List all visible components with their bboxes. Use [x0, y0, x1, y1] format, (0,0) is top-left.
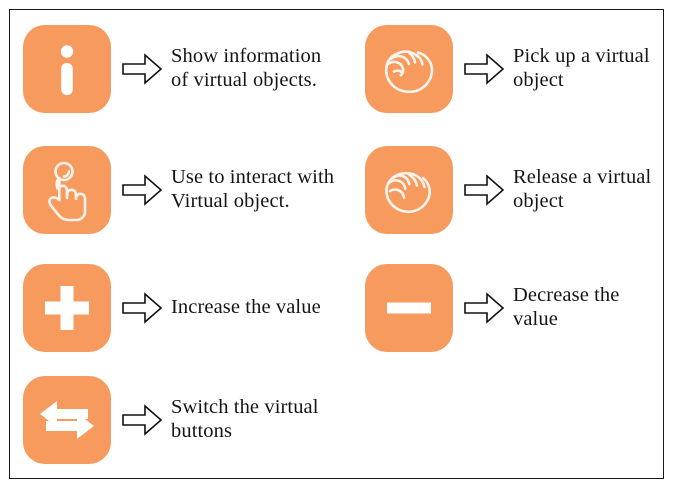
- plus-icon: [23, 264, 111, 352]
- information-icon: [23, 25, 111, 113]
- legend-caption: Increase the value: [171, 296, 321, 319]
- legend-entry-touch: Use to interact with Virtual object.: [23, 146, 341, 234]
- legend-caption: Decrease the value: [513, 284, 620, 330]
- tap-pointing-hand-icon: [23, 146, 111, 234]
- legend-entry-switch: Switch the virtual buttons: [23, 376, 341, 464]
- arrow-right-icon: [121, 403, 163, 437]
- arrow-right-icon: [121, 173, 163, 207]
- legend-caption: Show information of virtual objects.: [171, 45, 322, 91]
- legend-caption: Release a virtual object: [513, 166, 652, 212]
- legend-frame: Show information of virtual objects.: [9, 9, 664, 479]
- arrow-right-icon: [121, 291, 163, 325]
- open-hand-icon-tile[interactable]: [365, 146, 453, 234]
- legend-grid: Show information of virtual objects.: [10, 10, 663, 478]
- legend-caption: Switch the virtual buttons: [171, 396, 319, 442]
- legend-entry-info: Show information of virtual objects.: [23, 25, 341, 113]
- switch-arrows-icon-tile[interactable]: [23, 376, 111, 464]
- tap-pointing-hand-icon-tile[interactable]: [23, 146, 111, 234]
- legend-caption: Use to interact with Virtual object.: [171, 166, 335, 212]
- minus-icon-tile[interactable]: [365, 264, 453, 352]
- arrow-right-icon: [121, 52, 163, 86]
- legend-entry-decrease: Decrease the value: [365, 264, 657, 352]
- arrow-right-icon: [463, 291, 505, 325]
- information-icon-tile[interactable]: [23, 25, 111, 113]
- legend-entry-increase: Increase the value: [23, 264, 341, 352]
- legend-caption: Pick up a virtual object: [513, 45, 650, 91]
- switch-arrows-icon: [23, 376, 111, 464]
- arrow-right-icon: [463, 173, 505, 207]
- grab-hand-icon: [365, 25, 453, 113]
- grab-hand-icon-tile[interactable]: [365, 25, 453, 113]
- arrow-right-icon: [463, 52, 505, 86]
- legend-entry-pickup: Pick up a virtual object: [365, 25, 657, 113]
- minus-icon: [365, 264, 453, 352]
- open-hand-icon: [365, 146, 453, 234]
- plus-icon-tile[interactable]: [23, 264, 111, 352]
- legend-entry-release: Release a virtual object: [365, 146, 657, 234]
